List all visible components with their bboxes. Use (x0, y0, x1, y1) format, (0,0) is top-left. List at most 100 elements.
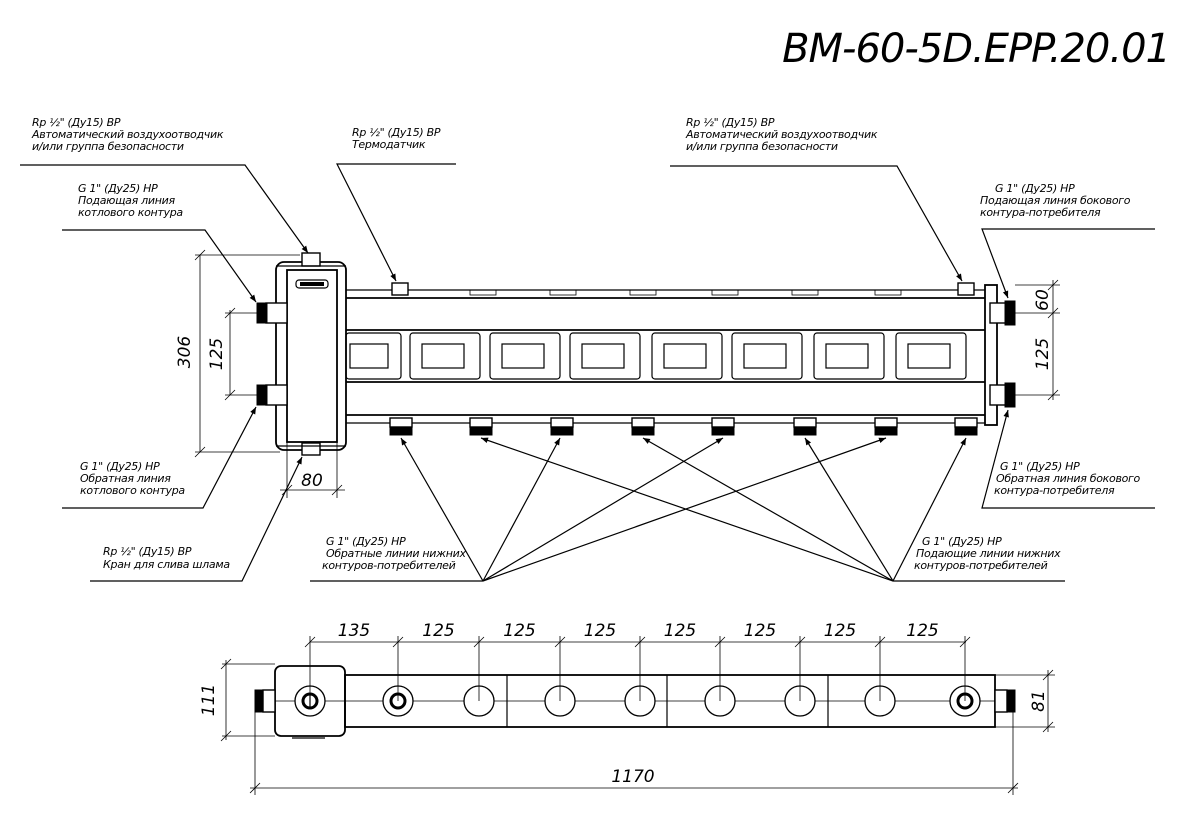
callout-thermo-sensor: Rp ½" (Ду15) ВР Термодатчик (336, 126, 456, 282)
svg-text:G 1" (Ду25) НР: G 1" (Ду25) НР (922, 535, 1002, 548)
top-saddle (469, 289, 497, 296)
bracket-window (581, 343, 625, 369)
svg-text:Rp ½" (Ду15) ВР: Rp ½" (Ду15) ВР (686, 116, 775, 129)
svg-text:Термодатчик: Термодатчик (352, 138, 426, 151)
svg-text:Обратная линия бокового: Обратная линия бокового (996, 472, 1141, 485)
bracket-window (743, 343, 787, 369)
svg-text:Rp ½" (Ду15) ВР: Rp ½" (Ду15) ВР (352, 126, 441, 139)
svg-text:Rp ½" (Ду15) ВР: Rp ½" (Ду15) ВР (103, 545, 192, 558)
bracket-block (569, 332, 641, 380)
leader-arrow (480, 437, 894, 582)
svg-text:G 1" (Ду25) НР: G 1" (Ду25) НР (78, 182, 158, 195)
dim-pitch: 125 (422, 621, 454, 641)
svg-text:G 1" (Ду25) НР: G 1" (Ду25) НР (995, 182, 1075, 195)
svg-text:Rp ½" (Ду15) ВР: Rp ½" (Ду15) ВР (32, 116, 121, 129)
bracket-block (731, 332, 803, 380)
outlet-nut (469, 426, 493, 436)
leader-arrow (642, 437, 894, 582)
dim-plan-depth: 111 (199, 684, 219, 716)
callout-air-vent-left: Rp ½" (Ду15) ВР Автоматический воздухоот… (20, 116, 309, 254)
callout-air-vent-right: Rp ½" (Ду15) ВР Автоматический воздухоот… (670, 116, 963, 282)
outlet-nut (711, 426, 735, 436)
bracket-window (663, 343, 707, 369)
svg-text:Обратная линия: Обратная линия (80, 472, 171, 485)
plan-view (254, 665, 1016, 739)
top-saddle (874, 289, 902, 296)
dim-top-offset: 60 (1033, 289, 1053, 311)
front-dimensions: 306 125 80 60 125 (175, 249, 1060, 498)
dim-pitch: 125 (906, 621, 938, 641)
plan-right-nut (1006, 689, 1016, 713)
leader-arrow (482, 437, 724, 582)
top-saddle (549, 289, 577, 296)
bracket-window (501, 343, 545, 369)
callout-boiler-return: G 1" (Ду25) НР Обратная линия котлового … (62, 406, 257, 509)
bracket-block (895, 332, 967, 380)
dim-boiler-spacing: 125 (207, 338, 227, 370)
svg-text:Подающие линии нижних: Подающие линии нижних (916, 547, 1061, 560)
svg-text:G 1" (Ду25) НР: G 1" (Ду25) НР (326, 535, 406, 548)
callout-side-return: G 1" (Ду25) НР Обратная линия бокового к… (981, 409, 1155, 509)
separator-body (286, 269, 338, 443)
dim-separator-width: 80 (301, 471, 323, 491)
svg-text:Обратные линии нижних: Обратные линии нижних (326, 547, 466, 560)
dim-pitch: 125 (664, 621, 696, 641)
bracket-window (907, 343, 951, 369)
callout-boiler-supply: G 1" (Ду25) НР Подающая линия котлового … (62, 182, 257, 303)
bracket-block (651, 332, 723, 380)
separator-bottom-port (301, 442, 321, 456)
mounting-brackets (345, 289, 967, 380)
dim-pitch: 125 (584, 621, 616, 641)
bracket-block (409, 332, 481, 380)
callout-lower-returns: G 1" (Ду25) НР Обратные линии нижних кон… (310, 437, 887, 582)
dim-total-length: 1170 (611, 767, 654, 787)
svg-text:и/или группа безопасности: и/или группа безопасности (32, 140, 184, 153)
svg-text:контура-потребителя: контура-потребителя (994, 484, 1115, 497)
side-return-nut (1004, 382, 1016, 408)
dim-pitch: 125 (744, 621, 776, 641)
callout-lower-supplies: G 1" (Ду25) НР Подающие линии нижних кон… (480, 437, 1065, 582)
outlet-nut (793, 426, 817, 436)
boiler-supply-nut (256, 302, 268, 324)
thermo-port (391, 282, 409, 296)
leader-arrow (482, 437, 887, 582)
leader-arrow (482, 437, 561, 582)
svg-text:и/или группа безопасности: и/или группа безопасности (686, 140, 838, 153)
svg-text:контуров-потребителей: контуров-потребителей (914, 559, 1048, 572)
callouts: Rp ½" (Ду15) ВР Автоматический воздухоот… (20, 116, 1155, 582)
svg-text:контуров-потребителей: контуров-потребителей (322, 559, 456, 572)
outlet-nut (874, 426, 898, 436)
side-supply-nut (1004, 300, 1016, 326)
outlet-nut (550, 426, 574, 436)
svg-text:Автоматический воздухоотводчик: Автоматический воздухоотводчик (685, 128, 878, 141)
top-saddle (711, 289, 739, 296)
svg-text:Автоматический воздухоотводчик: Автоматический воздухоотводчик (31, 128, 224, 141)
leader-arrow (804, 437, 894, 582)
dim-pitch: 125 (503, 621, 535, 641)
svg-text:G 1" (Ду25) НР: G 1" (Ду25) НР (1000, 460, 1080, 473)
svg-text:Подающая линия бокового: Подающая линия бокового (980, 194, 1131, 207)
dim-side-spacing: 125 (1033, 338, 1053, 370)
callout-sludge-drain: Rp ½" (Ду15) ВР Кран для слива шлама (90, 456, 303, 582)
bracket-window (421, 343, 465, 369)
bracket-window (825, 343, 869, 369)
callout-side-supply: G 1" (Ду25) НР Подающая линия бокового к… (980, 182, 1155, 299)
svg-text:G 1" (Ду25) НР: G 1" (Ду25) НР (80, 460, 160, 473)
boiler-return-nut (256, 384, 268, 406)
svg-text:Подающая линия: Подающая линия (78, 194, 175, 207)
top-saddle (791, 289, 819, 296)
air-vent-port-right (957, 282, 975, 296)
svg-text:котлового контура: котлового контура (78, 206, 183, 219)
top-saddle (629, 289, 657, 296)
outlet-nut (631, 426, 655, 436)
leader-arrow (400, 437, 484, 582)
svg-text:Кран для слива шлама: Кран для слива шлама (103, 558, 230, 571)
bracket-block (345, 332, 402, 380)
front-view (256, 252, 1016, 456)
drawing-title: ВМ-60-5D.EPP.20.01 (782, 26, 1170, 72)
outlet-nut (954, 426, 978, 436)
bracket-block (813, 332, 885, 380)
dim-height-total: 306 (175, 336, 195, 369)
